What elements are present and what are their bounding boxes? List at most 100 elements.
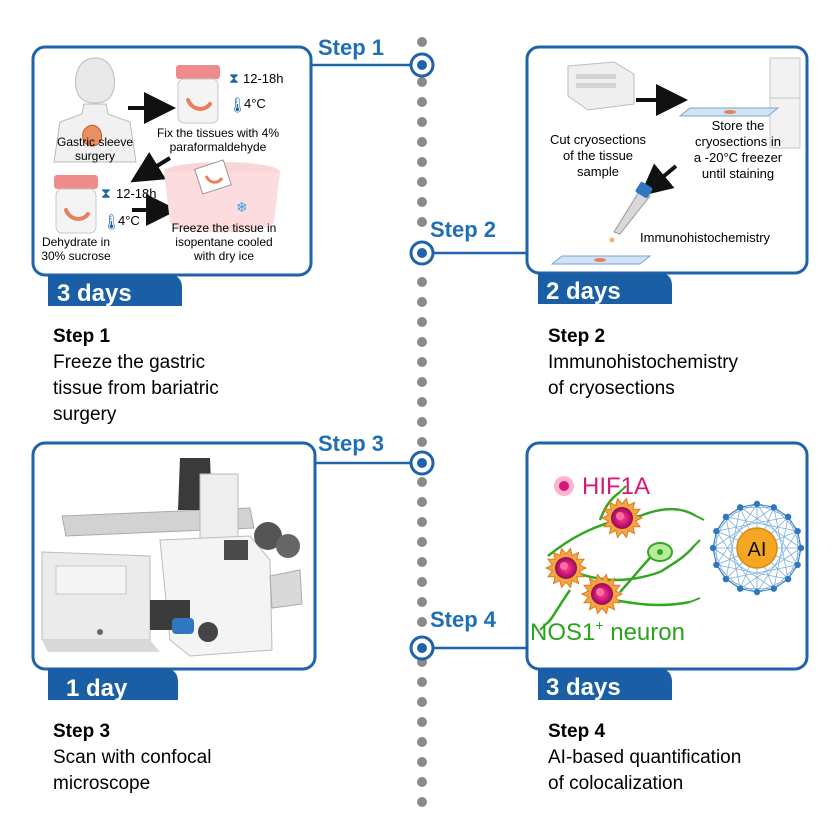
timeline-dot xyxy=(417,157,427,167)
snowflake-icon: ❄ xyxy=(236,199,248,215)
ai-node xyxy=(794,527,801,535)
thermometer-icon: 🌡 xyxy=(102,214,121,231)
step-2-duration: 2 days xyxy=(546,278,621,305)
sucrose-jar xyxy=(54,175,98,234)
fix-label-line-2: paraformaldehyde xyxy=(170,140,267,154)
hif1a-marker-icon xyxy=(554,476,574,496)
step-2-caption-line-2: of cryosections xyxy=(548,378,675,399)
cut-label-line-3: sample xyxy=(577,164,619,179)
freeze-label-line-1: Freeze the tissue in xyxy=(172,221,277,235)
step-3-caption: Step 3 Scan with confocal microscope xyxy=(53,721,211,794)
step-1-duration: 3 days xyxy=(57,280,132,307)
step-2-label: Step 2 xyxy=(430,217,496,242)
freezer-illustration xyxy=(769,57,801,149)
step-1-panel: Gastric sleeve surgery ⧗ 12-18h 🌡 4°C Fi… xyxy=(31,45,313,277)
ai-node xyxy=(709,544,717,552)
ai-node xyxy=(722,575,730,583)
step-4-panel: HIF1A NOS1+ neuron AI xyxy=(525,441,809,671)
timeline-dot xyxy=(417,197,427,207)
dehydrate-label-line-1: Dehydrate in xyxy=(42,235,110,249)
fix-temp: 4°C xyxy=(244,96,266,111)
ai-node xyxy=(794,561,801,569)
ai-node xyxy=(753,500,761,508)
step-4-caption-line-1: AI-based quantification xyxy=(548,747,741,768)
timeline-dot xyxy=(417,477,427,487)
ai-node xyxy=(713,561,720,569)
stained-slide-illustration xyxy=(550,255,652,265)
step-3-panel xyxy=(31,441,317,671)
patient-illustration xyxy=(53,57,137,163)
hif1a-negative-cell xyxy=(647,542,673,562)
ai-node xyxy=(722,513,730,521)
timeline-dot xyxy=(417,417,427,427)
hif1a-positive-cell xyxy=(544,547,588,589)
step-1-caption-line-1: Freeze the gastric xyxy=(53,352,205,373)
timeline-dot xyxy=(417,537,427,547)
step-3-caption-line-2: microscope xyxy=(53,773,150,794)
hourglass-icon: ⧗ xyxy=(229,70,239,86)
ihc-label: Immunohistochemistry xyxy=(640,230,771,245)
timeline-dot xyxy=(417,97,427,107)
timeline-dot xyxy=(417,437,427,447)
surgery-label-line-2: surgery xyxy=(75,149,115,163)
thermometer-icon: 🌡 xyxy=(228,97,247,114)
timeline-dots xyxy=(417,37,427,807)
timeline-dot xyxy=(417,517,427,527)
step-2-panel: Cut cryosections of the tissue sample St… xyxy=(525,45,809,275)
ai-node xyxy=(784,575,792,583)
hif1a-positive-cell xyxy=(600,497,644,539)
ai-node xyxy=(753,588,761,596)
step-1-caption-title: Step 1 xyxy=(53,326,110,347)
timeline-dot xyxy=(417,697,427,707)
freeze-label-line-3: with dry ice xyxy=(193,249,254,263)
step-4-duration: 3 days xyxy=(546,674,621,701)
timeline-dot xyxy=(417,317,427,327)
step-4-caption-line-2: of colocalization xyxy=(548,773,683,794)
store-label-line-3: a -20°C freezer xyxy=(694,150,783,165)
dehydrate-label-line-2: 30% sucrose xyxy=(41,249,111,263)
dehydrate-temp: 4°C xyxy=(118,213,140,228)
step-4-duration-tab: 3 days xyxy=(538,669,672,701)
step-3-label: Step 3 xyxy=(318,431,384,456)
timeline-dot xyxy=(417,137,427,147)
step-2-connector xyxy=(409,240,527,266)
dehydrate-time: 12-18h xyxy=(116,186,156,201)
step-2-caption: Step 2 Immunohistochemistry of cryosecti… xyxy=(548,326,739,399)
timeline-dot xyxy=(417,737,427,747)
timeline-dot xyxy=(417,597,427,607)
step-1-label: Step 1 xyxy=(318,35,384,60)
step-4-connector xyxy=(409,635,527,661)
cells-illustration xyxy=(544,497,673,615)
step-2-duration-tab: 2 days xyxy=(538,273,672,305)
pipette-illustration xyxy=(609,181,653,243)
step-3-caption-line-1: Scan with confocal xyxy=(53,747,211,768)
step-3-caption-title: Step 3 xyxy=(53,721,110,742)
arrow-to-ihc xyxy=(639,163,678,197)
step-3-connector xyxy=(315,450,435,476)
step-4-caption: Step 4 AI-based quantification of coloca… xyxy=(548,721,741,794)
ai-node xyxy=(797,544,805,552)
ai-node xyxy=(736,504,744,511)
ai-network-links xyxy=(712,503,802,593)
timeline-dot xyxy=(417,757,427,767)
step-1-caption-line-2: tissue from bariatric xyxy=(53,378,219,399)
step-4-label: Step 4 xyxy=(430,607,497,632)
step-4-caption-title: Step 4 xyxy=(548,721,605,742)
step-3-duration: 1 day xyxy=(66,675,128,702)
timeline-dot xyxy=(417,377,427,387)
step-2-caption-title: Step 2 xyxy=(548,326,605,347)
fixation-jar xyxy=(176,65,220,124)
step-1-caption-line-3: surgery xyxy=(53,404,117,425)
timeline-dot xyxy=(417,397,427,407)
store-label-line-4: until staining xyxy=(702,166,774,181)
slide-illustration xyxy=(678,107,780,117)
timeline-dot xyxy=(417,277,427,287)
ai-node xyxy=(713,527,720,535)
timeline-dot xyxy=(417,617,427,627)
step-3-duration-tab: 1 day xyxy=(48,669,178,702)
fix-label-line-1: Fix the tissues with 4% xyxy=(157,126,279,140)
surgery-label-line-1: Gastric sleeve xyxy=(57,135,133,149)
timeline-dot xyxy=(417,777,427,787)
confocal-microscope-illustration xyxy=(41,458,303,657)
timeline-dot xyxy=(417,797,427,807)
